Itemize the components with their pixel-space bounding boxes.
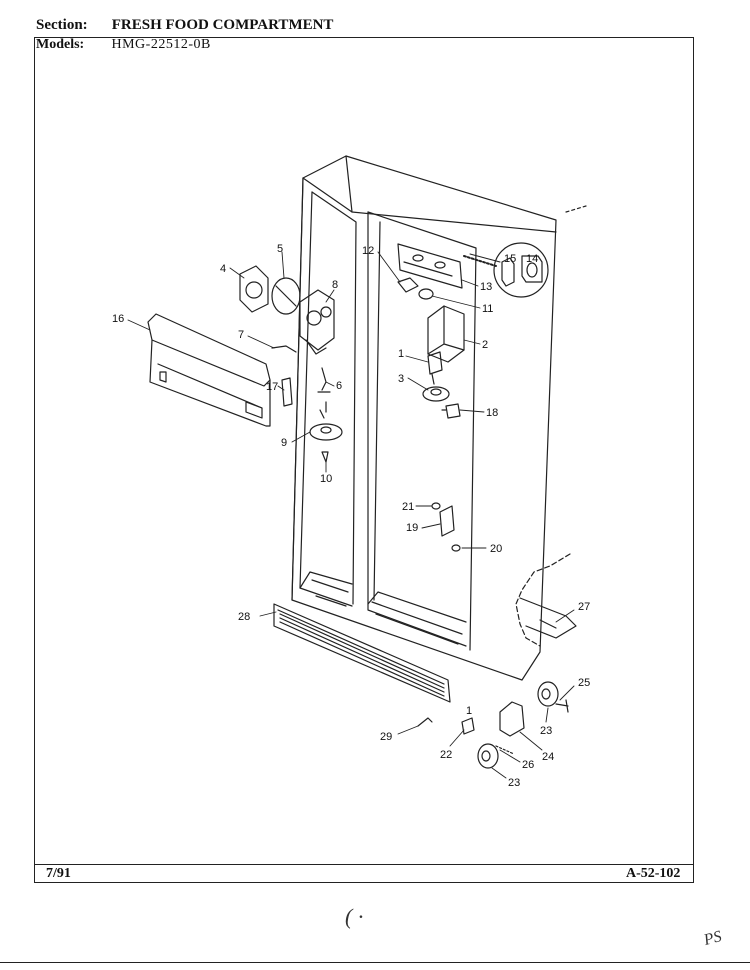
callout-23-bottom: 23 xyxy=(508,777,520,789)
part-17-bracket xyxy=(281,377,293,407)
callout-10: 10 xyxy=(320,473,332,485)
part-14-15-detail-circle xyxy=(493,242,549,298)
callout-2: 2 xyxy=(482,339,488,351)
leader-14 xyxy=(469,253,501,263)
light-socket-shaft xyxy=(463,255,497,267)
handwritten-mark-center: ( · xyxy=(345,904,364,929)
callout-6: 6 xyxy=(336,380,342,392)
callout-29: 29 xyxy=(380,731,392,743)
part-23-roller-top xyxy=(537,681,559,707)
part-2-control-housing xyxy=(427,305,465,363)
part-24-roller-bracket xyxy=(499,701,525,737)
page-bottom-rule xyxy=(0,962,750,963)
part-25-axle xyxy=(555,699,569,713)
models-label: Models: xyxy=(36,37,85,52)
callout-labels: 1 2 3 4 5 6 7 8 9 10 11 12 13 14 15 16 1… xyxy=(112,243,590,789)
callout-21: 21 xyxy=(402,501,414,513)
part-19-bracket xyxy=(439,505,455,537)
callout-3: 3 xyxy=(398,373,404,385)
callout-9: 9 xyxy=(281,437,287,449)
callout-17: 17 xyxy=(266,381,278,393)
callout-20: 20 xyxy=(490,543,502,555)
callout-19: 19 xyxy=(406,522,418,534)
part-8-air-housing xyxy=(299,289,335,355)
part-9-disc xyxy=(309,401,343,441)
callout-14: 14 xyxy=(526,253,538,265)
callout-7: 7 xyxy=(238,329,244,341)
callout-1: 1 xyxy=(398,348,404,360)
part-6-shaft xyxy=(317,367,331,393)
part-27-rail xyxy=(515,553,577,647)
callout-18: 18 xyxy=(486,407,498,419)
section-value: FRESH FOOD COMPARTMENT xyxy=(111,17,334,33)
leader-lines xyxy=(127,251,575,779)
part-1-thermostat xyxy=(427,351,443,385)
diagram-frame xyxy=(34,37,694,883)
callout-28: 28 xyxy=(238,611,250,623)
callout-13: 13 xyxy=(480,281,492,293)
part-18-switch xyxy=(441,403,461,419)
callout-24: 24 xyxy=(542,751,554,763)
part-10-screw xyxy=(321,451,329,463)
callout-8: 8 xyxy=(332,279,338,291)
callout-1-lower: 1 xyxy=(466,705,472,717)
callout-4: 4 xyxy=(220,263,226,275)
part-22-clip xyxy=(461,717,475,735)
callout-16: 16 xyxy=(112,313,124,325)
part-21-screw xyxy=(431,502,441,510)
footer-rule xyxy=(34,864,694,865)
callout-22: 22 xyxy=(440,749,452,761)
footer-page-code: A-52-102 xyxy=(626,866,681,881)
section-heading: Section: FRESH FOOD COMPARTMENT xyxy=(36,17,333,34)
part-7-clip xyxy=(271,345,297,353)
part-3-knob xyxy=(422,386,450,402)
part-4-damper-housing xyxy=(239,265,269,313)
footer-date: 7/91 xyxy=(46,866,71,881)
part-26-pin xyxy=(495,745,515,755)
part-5-fan-cover xyxy=(271,277,301,315)
callout-25: 25 xyxy=(578,677,590,689)
callout-11: 11 xyxy=(482,303,493,315)
callout-5: 5 xyxy=(277,243,283,255)
part-23-roller-bottom xyxy=(477,743,499,769)
callout-15: 15 xyxy=(504,253,516,265)
part-13-light-bracket xyxy=(397,243,463,289)
part-16-cover xyxy=(147,313,271,427)
models-heading: Models: HMG-22512-0B xyxy=(36,37,211,53)
callout-12: 12 xyxy=(362,245,374,257)
section-label: Section: xyxy=(36,17,88,33)
part-20-screw xyxy=(451,544,461,552)
cabinet-outline xyxy=(291,155,587,681)
part-11-bulb xyxy=(418,288,434,300)
callout-27: 27 xyxy=(578,601,590,613)
part-12-socket xyxy=(397,277,419,293)
part-28-grille xyxy=(273,603,451,703)
callout-23-top: 23 xyxy=(540,725,552,737)
callout-26: 26 xyxy=(522,759,534,771)
part-29-screw xyxy=(417,717,433,727)
models-value: HMG-22512-0B xyxy=(111,37,211,52)
